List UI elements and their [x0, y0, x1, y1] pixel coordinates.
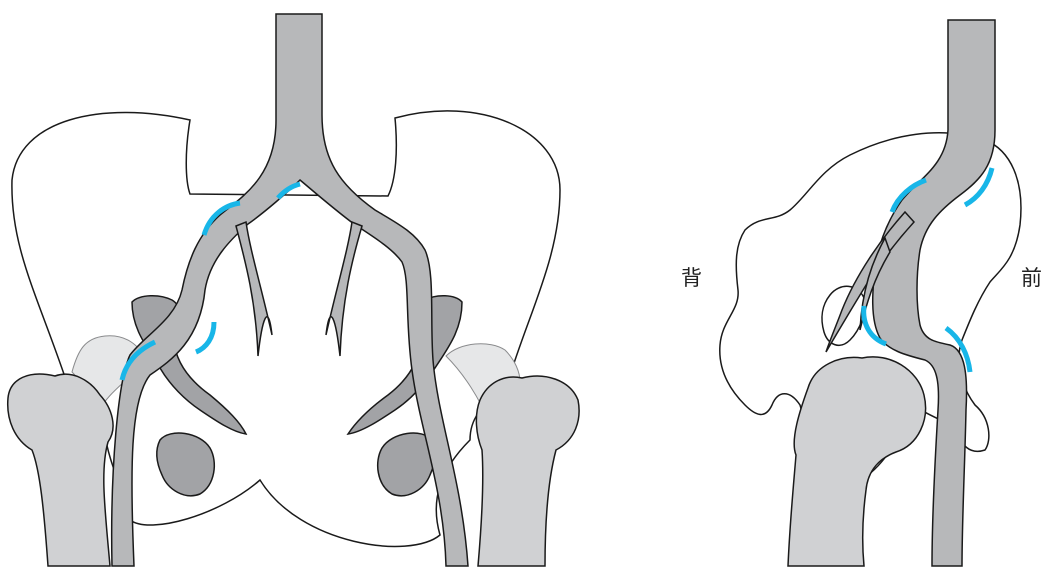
lateral-view — [720, 20, 1021, 566]
frontal-view — [8, 14, 579, 566]
posterior-label: 背 — [681, 268, 702, 289]
left-femur — [8, 374, 113, 566]
right-femur — [476, 376, 579, 566]
anterior-label: 前 — [1021, 268, 1042, 289]
lateral-femur — [788, 357, 926, 566]
